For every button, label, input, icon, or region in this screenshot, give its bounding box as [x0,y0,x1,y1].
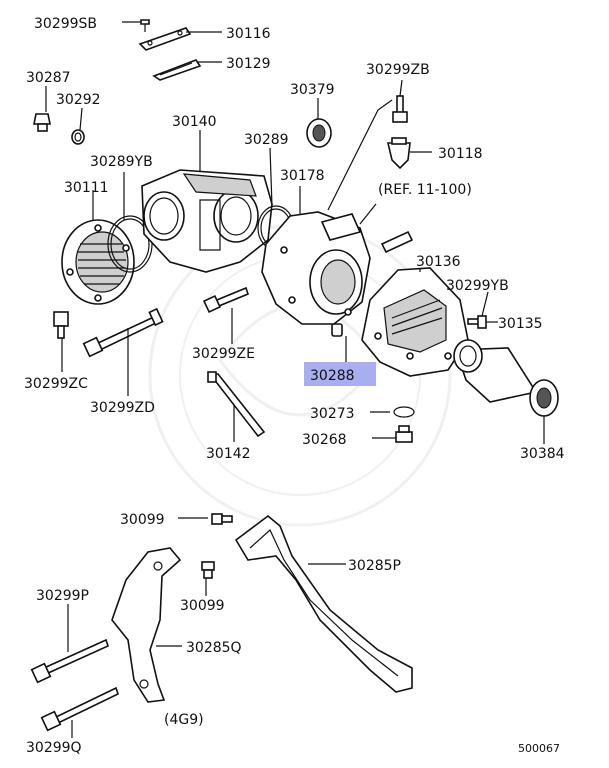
bolt-30299P [30,638,109,684]
label-30299Q[interactable]: 30299Q [26,740,82,756]
label-30299ZC[interactable]: 30299ZC [24,376,88,392]
cover-30111 [61,219,135,305]
seal-30379 [306,118,332,148]
label-30379[interactable]: 30379 [290,82,335,98]
strip-30142 [207,371,266,438]
label-30384[interactable]: 30384 [520,446,565,462]
adapter-30136 [361,267,469,377]
screw-30299SB [140,19,150,32]
gasket-30289YB [107,215,153,273]
bracket-30285P [234,514,413,693]
label-30285Q[interactable]: 30285Q [186,640,242,656]
label-variant: (4G9) [164,712,204,728]
bracket-30285Q [111,547,182,703]
label-ref: (REF. 11-100) [378,182,472,198]
bolt-30299ZB [392,95,408,123]
label-30111[interactable]: 30111 [64,180,109,196]
label-30129[interactable]: 30129 [226,56,271,72]
label-30299ZE[interactable]: 30299ZE [192,346,255,362]
bolt-30299ZE [202,286,249,314]
gasket-30129 [152,59,202,81]
plate-30116 [138,27,192,51]
breather-30118 [386,137,411,170]
washer-30292 [71,129,85,145]
bolt-30299ZC [53,311,69,339]
bolt-30099-lower [201,561,215,579]
bolt-30099-upper [211,513,233,525]
label-30288[interactable]: 30288 [310,368,355,384]
o-ring-30273 [393,406,415,418]
label-30118[interactable]: 30118 [438,146,483,162]
label-30273[interactable]: 30273 [310,406,355,422]
case-30140 [141,169,273,273]
label-30135[interactable]: 30135 [498,316,543,332]
label-30142[interactable]: 30142 [206,446,251,462]
label-30299ZB[interactable]: 30299ZB [366,62,430,78]
highlight-30288 [304,362,376,386]
bolt-30299Q [40,686,119,732]
label-30299YB[interactable]: 30299YB [446,278,509,294]
seal-30384 [529,379,559,417]
label-30292[interactable]: 30292 [56,92,101,108]
plug-30287 [33,113,51,132]
housing-30178 [261,211,371,325]
label-30178[interactable]: 30178 [280,168,325,184]
label-30099-upper[interactable]: 30099 [120,512,165,528]
label-30099-lower[interactable]: 30099 [180,598,225,614]
label-30287[interactable]: 30287 [26,70,71,86]
leader-lines [45,21,545,738]
ref-pin [380,230,414,254]
label-30116[interactable]: 30116 [226,26,271,42]
dowel-30288 [331,323,343,337]
plug-30268 [395,425,413,443]
label-30299SB[interactable]: 30299SB [34,16,97,32]
label-30289YB[interactable]: 30289YB [90,154,153,170]
bolt-30299ZD [82,307,164,358]
label-30136[interactable]: 30136 [416,254,461,270]
label-30299ZD[interactable]: 30299ZD [90,400,155,416]
label-30299P[interactable]: 30299P [36,588,89,604]
bolt-30299YB [467,315,487,329]
label-30268[interactable]: 30268 [302,432,347,448]
label-30285P[interactable]: 30285P [348,558,401,574]
diagram-id: 500067 [518,742,560,755]
label-30289[interactable]: 30289 [244,132,289,148]
sleeve-30135 [453,339,538,403]
part-labels: 30299SB 30116 30129 30287 30292 30379 30… [24,16,565,756]
label-30140[interactable]: 30140 [172,114,217,130]
